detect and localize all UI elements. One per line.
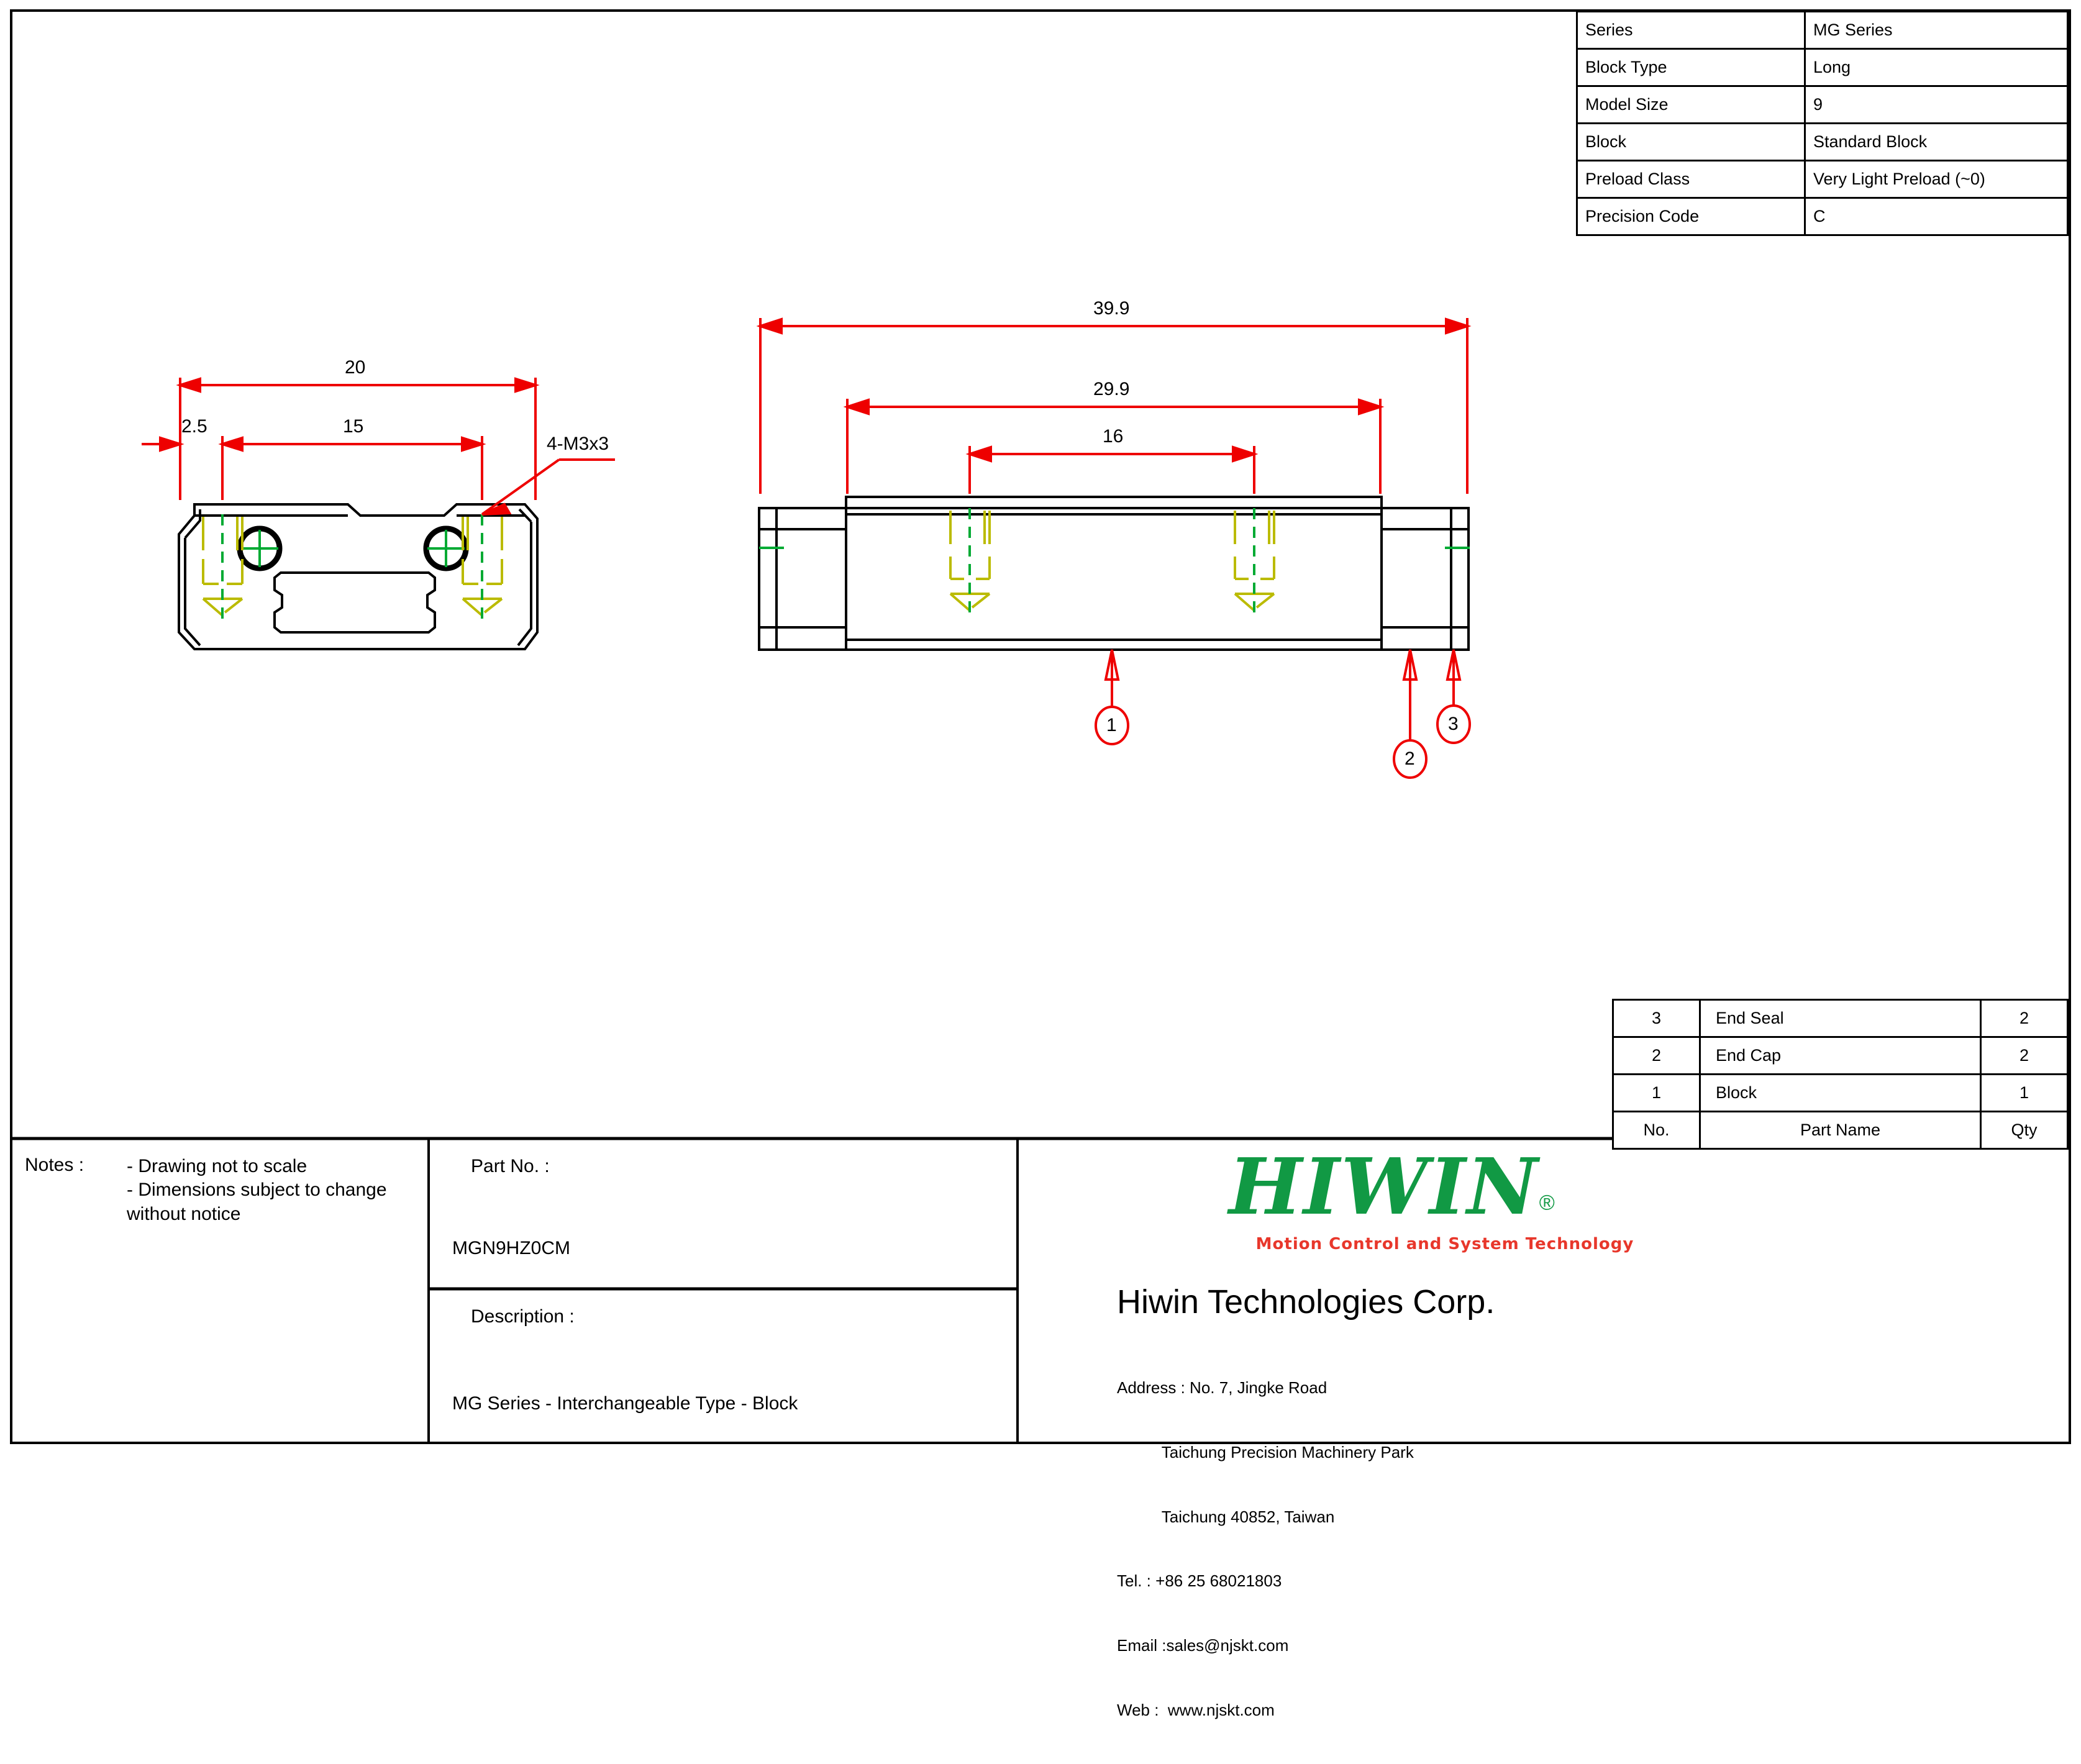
top-view-hidden-threads [949,508,1275,615]
dim-label-2-5: 2.5 [181,416,207,437]
spec-key: Model Size [1576,85,1806,124]
spec-key: Block [1576,122,1806,161]
dim-label-29-9: 29.9 [1093,379,1130,399]
address-line-2: Taichung Precision Machinery Park [1117,1442,1414,1462]
telephone: Tel. : +86 25 68021803 [1117,1571,1282,1591]
address-line-1: Address : No. 7, Jingke Road [1117,1378,1327,1398]
hiwin-tagline: Motion Control and System Technology [1255,1235,1634,1253]
table-row: 1 Block 1 [1612,1073,2069,1112]
parts-list-table: 3 End Seal 2 2 End Cap 2 1 Block 1 No. P… [1612,999,2069,1150]
spec-value: C [1804,197,2069,236]
table-row: 2 End Cap 2 [1612,1036,2069,1075]
part-qty: 2 [1980,999,2069,1038]
spec-key: Preload Class [1576,160,1806,199]
spec-value: Very Light Preload (~0) [1804,160,2069,199]
part-no: 3 [1612,999,1701,1038]
website: Web : www.njskt.com [1117,1700,1275,1719]
table-row: 3 End Seal 2 [1612,999,2069,1038]
part-no: 2 [1612,1036,1701,1075]
spec-key: Series [1576,11,1806,50]
dim-label-15: 15 [343,416,364,437]
top-view-geometry [758,496,1470,651]
balloon-label-2: 2 [1405,748,1415,769]
part-name: Block [1699,1073,1982,1112]
spec-value: Long [1804,48,2069,87]
spec-value: 9 [1804,85,2069,124]
part-name: End Seal [1699,999,1982,1038]
notes-line-2: - Dimensions subject to change [127,1180,387,1201]
table-row: Series MG Series [1576,11,2069,50]
balloon-label-3: 3 [1448,714,1459,734]
notes-line-1: - Drawing not to scale [127,1156,307,1176]
front-view-geometry [178,503,539,650]
part-no: 1 [1612,1073,1701,1112]
notes-body: - Drawing not to scale - Dimensions subj… [127,1155,387,1226]
description-value: MG Series - Interchangeable Type - Block [452,1393,798,1414]
hiwin-wordmark: HIWIN [1229,1142,1539,1232]
company-contact-block: Address : No. 7, Jingke Road Taichung Pr… [1117,1334,1414,1764]
notes-line-3: without notice [127,1203,241,1224]
registered-trademark-icon: ® [1539,1191,1555,1215]
spec-value: MG Series [1804,11,2069,50]
part-number-cell: Part No. : MGN9HZ0CM [429,1139,1018,1289]
drawing-sheet: 20 2.5 15 4-M3x3 39.9 29.9 16 1 2 3 Seri… [10,9,2071,1719]
header-no: No. [1612,1111,1701,1150]
balloon-label-1: 1 [1106,715,1117,735]
part-qty: 2 [1980,1036,2069,1075]
spec-value: Standard Block [1804,122,2069,161]
dim-label-20: 20 [345,357,366,378]
front-view-dimensions [142,377,615,516]
header-part-name: Part Name [1699,1111,1982,1150]
description-cell: Description : MG Series - Interchangeabl… [429,1289,1018,1443]
table-header-row: No. Part Name Qty [1612,1111,2069,1150]
notes-cell: Notes : - Drawing not to scale - Dimensi… [11,1139,429,1443]
top-view-dimensions [756,317,1472,779]
front-view-drawing [142,377,615,650]
part-name: End Cap [1699,1036,1982,1075]
dim-label-39-9: 39.9 [1093,298,1130,319]
company-cell: HIWIN® Motion Control and System Technol… [1018,1139,2070,1719]
top-view-drawing [756,317,1472,779]
spec-key: Precision Code [1576,197,1806,236]
part-no-label: Part No. : [471,1156,550,1176]
callout-4-m3x3: 4-M3x3 [547,434,609,454]
company-name: Hiwin Technologies Corp. [1117,1283,1495,1321]
part-no-value: MGN9HZ0CM [452,1238,571,1258]
spec-key: Block Type [1576,48,1806,87]
address-line-3: Taichung 40852, Taiwan [1117,1507,1335,1526]
notes-heading: Notes : [25,1155,84,1175]
table-row: Precision Code C [1576,197,2069,236]
specification-table: Series MG Series Block Type Long Model S… [1576,11,2069,236]
hiwin-logo: HIWIN® [1229,1148,1657,1235]
dim-label-16: 16 [1103,426,1124,447]
table-row: Preload Class Very Light Preload (~0) [1576,160,2069,199]
part-qty: 1 [1980,1073,2069,1112]
table-row: Block Standard Block [1576,122,2069,161]
email: Email :sales@njskt.com [1117,1636,1289,1655]
table-row: Block Type Long [1576,48,2069,87]
description-label: Description : [471,1306,575,1327]
table-row: Model Size 9 [1576,85,2069,124]
header-qty: Qty [1980,1111,2069,1150]
